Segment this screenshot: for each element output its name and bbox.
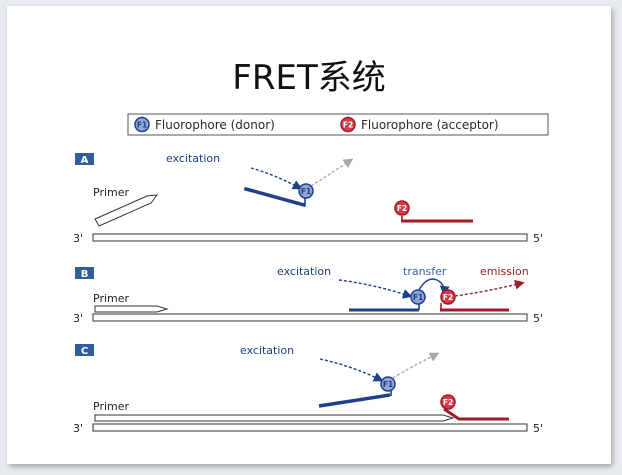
- legend-donor-symbol: F1: [137, 121, 147, 130]
- panel-b-transfer-label: transfer: [403, 265, 447, 278]
- panel-c-acceptor-icon: F2: [440, 394, 456, 410]
- panel-c-template-strand: [92, 423, 528, 432]
- panel-b-primer: [94, 305, 169, 313]
- panel-b-emission-arrow: [454, 279, 525, 297]
- panel-a-acceptor-symbol: F2: [397, 204, 407, 213]
- slide-title: FRET系统: [232, 58, 386, 98]
- panel-b-donor-symbol: F1: [413, 293, 423, 302]
- legend: F1 Fluorophore (donor) F2 Fluorophore (a…: [127, 113, 549, 136]
- legend-donor-label: Fluorophore (donor): [155, 118, 275, 132]
- panel-c-primer: [94, 414, 455, 422]
- panel-b: B excitation transfer emission Primer F1…: [73, 265, 543, 325]
- panel-b-strand-3prime: 3': [73, 312, 83, 325]
- legend-acceptor-icon: F2: [340, 116, 356, 133]
- panel-a-donor-symbol: F1: [301, 187, 311, 196]
- panel-a-scatter-arrow: [310, 158, 354, 187]
- panel-c-tag: C: [81, 346, 88, 357]
- panel-b-transfer-arrow: [418, 278, 450, 296]
- panel-b-donor-icon: F1: [410, 289, 426, 305]
- panel-c-excitation-arrow: [319, 358, 384, 382]
- legend-acceptor-label: Fluorophore (acceptor): [361, 118, 499, 132]
- panel-b-primer-label: Primer: [93, 292, 130, 305]
- panel-c-strand-5prime: 5': [533, 422, 543, 435]
- panel-c-acceptor-symbol: F2: [443, 398, 453, 407]
- panel-a-template-strand: [92, 233, 528, 242]
- panel-a-strand-5prime: 5': [533, 232, 543, 245]
- slide: FRET系统 F1 Fluorophore (donor) F2: [7, 6, 611, 464]
- panel-c-donor-symbol: F1: [383, 380, 393, 389]
- panel-b-tag: B: [81, 269, 89, 280]
- panel-a-excitation-arrow: [250, 167, 303, 190]
- panel-c-tag-box: [75, 344, 94, 356]
- panel-c-strand-3prime: 3': [73, 422, 83, 435]
- panel-c-donor-icon: F1: [380, 376, 396, 392]
- panel-a-tag: A: [81, 155, 89, 166]
- panel-a-primer: [94, 194, 159, 227]
- panel-a: A excitation Primer F1 F2 3' 5': [73, 152, 543, 245]
- panel-b-emission-label: emission: [480, 265, 529, 278]
- panel-b-acceptor-icon: F2: [440, 289, 456, 305]
- panel-b-acceptor-symbol: F2: [443, 293, 453, 302]
- panel-a-donor-probe: [243, 186, 307, 208]
- panel-a-primer-label: Primer: [93, 186, 130, 199]
- panel-b-strand-5prime: 5': [533, 312, 543, 325]
- panel-c-scatter-arrow: [392, 352, 440, 379]
- panel-b-excitation-label: excitation: [277, 265, 331, 278]
- panel-c-donor-probe: [318, 393, 391, 408]
- legend-donor-icon: F1: [134, 116, 150, 133]
- legend-frame: [127, 113, 549, 136]
- legend-acceptor-symbol: F2: [343, 121, 353, 130]
- panel-c-excitation-label: excitation: [240, 344, 294, 357]
- panel-a-excitation-label: excitation: [166, 152, 220, 165]
- panel-b-template-strand: [92, 313, 528, 322]
- panel-c-acceptor-probe: [443, 407, 509, 421]
- panel-c-primer-label: Primer: [93, 400, 130, 413]
- fret-diagram: F1 Fluorophore (donor) F2 Fluorophore (a…: [73, 113, 549, 435]
- panel-b-tag-box: [75, 267, 94, 279]
- panel-a-donor-icon: F1: [298, 183, 314, 199]
- panel-c: C excitation F1 F2 Primer 3' 5': [73, 344, 543, 435]
- panel-b-excitation-arrow: [338, 279, 413, 299]
- panel-a-acceptor-icon: F2: [394, 200, 410, 216]
- panel-a-strand-3prime: 3': [73, 232, 83, 245]
- panel-a-tag-box: [75, 153, 94, 165]
